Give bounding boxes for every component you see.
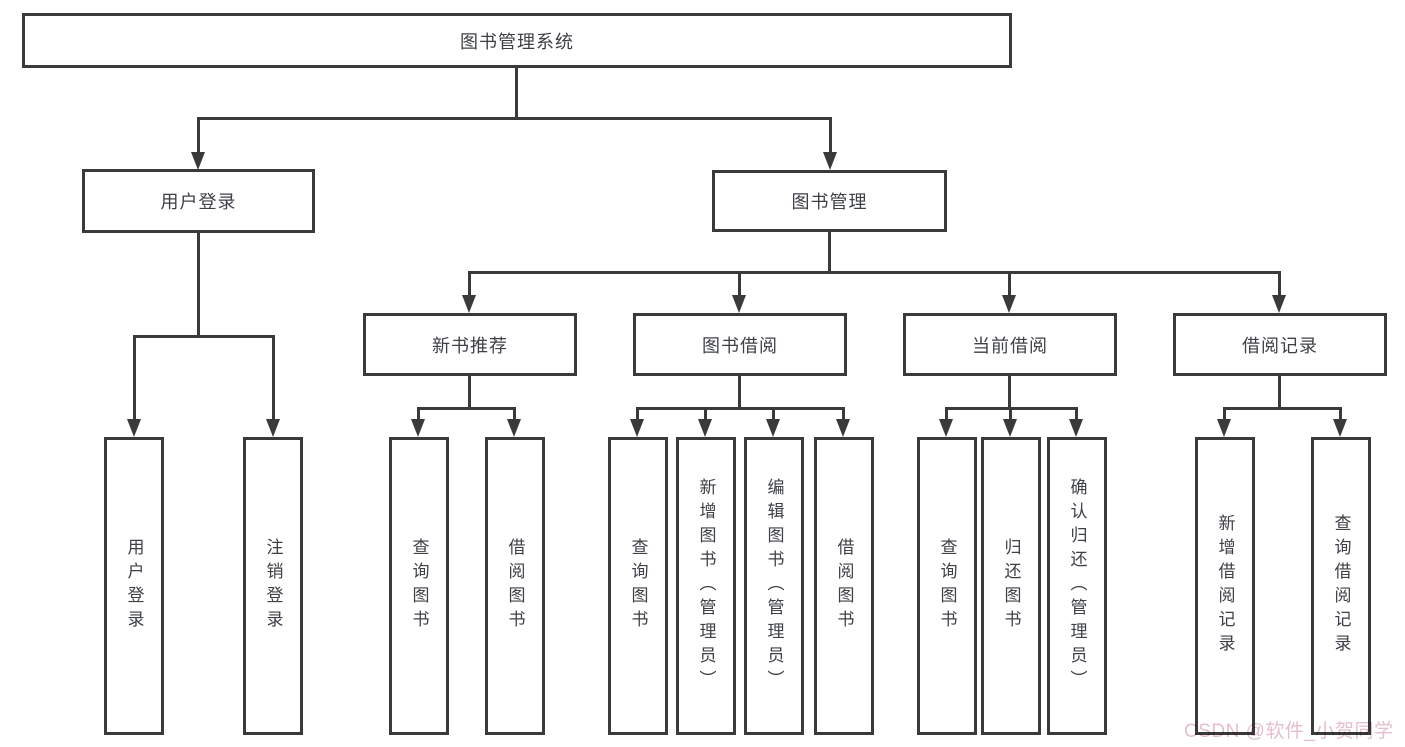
connector-user-login-stem xyxy=(197,233,200,335)
arrow-down-icon xyxy=(127,419,141,437)
node-leaf-user-login: 用户登录 xyxy=(104,437,164,735)
connector-drop xyxy=(513,407,516,421)
arrow-down-icon xyxy=(698,419,712,437)
connector-drop-book-mgmt xyxy=(829,117,832,153)
connector-drop xyxy=(1223,407,1226,421)
arrow-down-icon xyxy=(823,152,837,170)
node-current-borrow: 当前借阅 xyxy=(903,313,1117,376)
node-leaf-query-books-3: 查询图书 xyxy=(917,437,977,735)
leaf-label: 编辑图书（管理员） xyxy=(764,478,784,694)
connector-drop xyxy=(1339,407,1342,421)
arrow-down-icon xyxy=(266,419,280,437)
leaf-label: 查询图书 xyxy=(937,538,957,634)
connector-new-book-bar xyxy=(417,407,516,410)
leaf-label: 用户登录 xyxy=(124,538,144,634)
leaf-label: 借阅图书 xyxy=(505,538,525,634)
connector-book-borrow-bar xyxy=(636,407,845,410)
connector-current-borrow-stem xyxy=(1008,376,1011,410)
connector-book-mgmt-bar xyxy=(468,271,1281,274)
node-leaf-logout: 注销登录 xyxy=(243,437,303,735)
node-borrow-records: 借阅记录 xyxy=(1173,313,1387,376)
connector-drop-user-login xyxy=(197,117,200,153)
csdn-watermark: CSDN @软件_小贺同学 xyxy=(1184,721,1394,742)
connector-borrow-records-stem xyxy=(1278,376,1281,410)
node-book-borrow: 图书借阅 xyxy=(633,313,847,376)
arrow-down-icon xyxy=(1333,419,1347,437)
leaf-label: 查询图书 xyxy=(409,538,429,634)
connector-root-bar xyxy=(197,117,832,120)
arrow-down-icon xyxy=(191,152,205,170)
connector-new-book-stem xyxy=(468,376,471,410)
node-leaf-edit-books: 编辑图书（管理员） xyxy=(744,437,804,735)
arrow-down-icon xyxy=(462,295,476,313)
node-book-mgmt-label: 图书管理 xyxy=(791,192,868,212)
arrow-down-icon xyxy=(766,419,780,437)
connector-drop xyxy=(1009,407,1012,421)
arrow-down-icon xyxy=(1069,419,1083,437)
connector-drop xyxy=(133,335,136,419)
leaf-label: 新增图书（管理员） xyxy=(696,478,716,694)
leaf-label: 借阅图书 xyxy=(834,538,854,634)
arrow-down-icon xyxy=(1002,295,1016,313)
node-user-login-label: 用户登录 xyxy=(160,192,237,212)
connector-drop xyxy=(1075,407,1078,421)
leaf-label: 确认归还（管理员） xyxy=(1067,478,1087,694)
node-leaf-query-books-2: 查询图书 xyxy=(608,437,668,735)
node-book-mgmt: 图书管理 xyxy=(712,170,947,232)
connector-book-mgmt-stem xyxy=(828,232,831,274)
leaf-label: 查询借阅记录 xyxy=(1331,514,1351,658)
connector-drop xyxy=(468,271,471,297)
arrow-down-icon xyxy=(1217,419,1231,437)
arrow-down-icon xyxy=(1272,295,1286,313)
arrow-down-icon xyxy=(1003,419,1017,437)
arrow-down-icon xyxy=(507,419,521,437)
node-current-borrow-label: 当前借阅 xyxy=(972,335,1048,356)
node-new-book-rec-label: 新书推荐 xyxy=(432,335,508,356)
node-leaf-query-books-1: 查询图书 xyxy=(389,437,449,735)
node-new-book-rec: 新书推荐 xyxy=(363,313,577,376)
leaf-label: 新增借阅记录 xyxy=(1215,514,1235,658)
node-leaf-confirm-return: 确认归还（管理员） xyxy=(1047,437,1107,735)
node-leaf-add-books: 新增图书（管理员） xyxy=(676,437,736,735)
connector-drop xyxy=(704,407,707,421)
leaf-label: 注销登录 xyxy=(263,538,283,634)
connector-drop xyxy=(1008,271,1011,297)
connector-borrow-records-bar xyxy=(1223,407,1342,410)
node-borrow-records-label: 借阅记录 xyxy=(1242,335,1318,356)
node-leaf-borrow-books-2: 借阅图书 xyxy=(814,437,874,735)
connector-drop xyxy=(1278,271,1281,297)
node-book-borrow-label: 图书借阅 xyxy=(702,335,778,356)
connector-book-borrow-stem xyxy=(738,376,741,410)
connector-drop xyxy=(417,407,420,421)
node-leaf-borrow-books-1: 借阅图书 xyxy=(485,437,545,735)
node-user-login: 用户登录 xyxy=(82,169,315,233)
connector-user-login-bar xyxy=(133,335,275,338)
connector-drop xyxy=(772,407,775,421)
node-root: 图书管理系统 xyxy=(22,13,1012,68)
leaf-label: 归还图书 xyxy=(1001,538,1021,634)
connector-root-stem xyxy=(515,68,518,120)
leaf-label: 查询图书 xyxy=(628,538,648,634)
connector-drop xyxy=(842,407,845,421)
arrow-down-icon xyxy=(630,419,644,437)
arrow-down-icon xyxy=(411,419,425,437)
arrow-down-icon xyxy=(836,419,850,437)
connector-drop xyxy=(738,271,741,297)
arrow-down-icon xyxy=(939,419,953,437)
connector-drop xyxy=(272,335,275,419)
node-leaf-return-books: 归还图书 xyxy=(981,437,1041,735)
node-leaf-add-borrow-record: 新增借阅记录 xyxy=(1195,437,1255,735)
node-root-label: 图书管理系统 xyxy=(460,31,574,52)
connector-drop xyxy=(636,407,639,421)
node-leaf-query-borrow-record: 查询借阅记录 xyxy=(1311,437,1371,735)
connector-drop xyxy=(945,407,948,421)
arrow-down-icon xyxy=(732,295,746,313)
